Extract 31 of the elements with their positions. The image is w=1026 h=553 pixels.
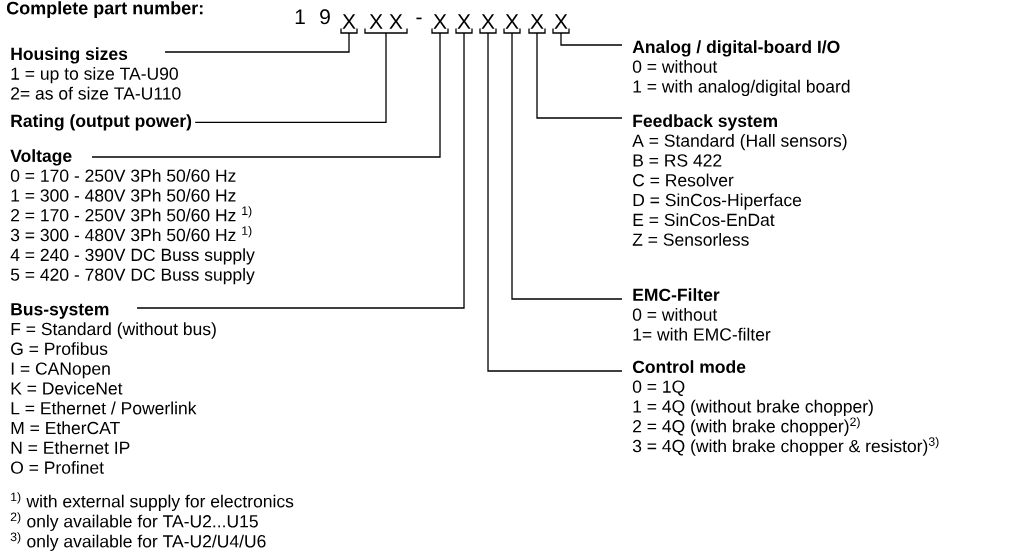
heading: Complete part number: bbox=[6, 1, 203, 18]
code-character: X bbox=[528, 14, 546, 34]
footnote: $^{3)}$ only available for TA-U2/U4/U6 bbox=[10, 532, 266, 551]
code-character: X bbox=[479, 14, 497, 34]
code-character: X bbox=[455, 14, 473, 34]
code-description: Bus-system F = Standard (without bus) G = Profibus I = CANopen K = DeviceNet L = Ethernet / Powerlink M = EtherCAT N = Ethernet IP O = Profinet bbox=[11, 303, 216, 474]
code-description: Voltage 0 = 170 - 250V 3Ph 50/60 Hz 1 = 300 - 480V 3Ph 50/60 Hz 2 = 170 - 250V 3Ph 50/60 Hz $^{1)}$ 3 = 300 - 480V 3Ph 50/60 Hz $^{1)}$ 4 = 240 - 390V DC Buss supply 5 = 420 - 780V DC Buss supply bbox=[10, 149, 255, 285]
leader-line bbox=[487, 32, 623, 372]
leader-line bbox=[91, 32, 441, 158]
code-character: X bbox=[503, 14, 521, 34]
code-character: X bbox=[340, 14, 358, 34]
leader-line bbox=[164, 32, 350, 53]
code-character: 9 bbox=[320, 9, 330, 25]
leader-line bbox=[136, 32, 465, 309]
code-description: Housing sizes 1 = up to size TA-U90 2= as of size TA-U110 bbox=[11, 47, 181, 100]
code-description: Rating (output power) bbox=[11, 114, 192, 131]
footnote: $^{1)}$ with external supply for electronics bbox=[11, 492, 294, 511]
code-character: X bbox=[552, 14, 570, 34]
code-character: - bbox=[416, 17, 422, 20]
code-character: X X bbox=[364, 14, 408, 34]
code-description: Control mode 0 = 1Q 1 = 4Q (without brake chopper) 2 = 4Q (with brake chopper)$^{2)}$ 3 = 4Q (with brake chopper & resistor)$^{3)}$ bbox=[632, 360, 939, 456]
code-character: X bbox=[431, 14, 449, 34]
leader-line bbox=[536, 32, 623, 119]
leader-line bbox=[560, 32, 623, 46]
footnote: $^{2)}$ only available for TA-U2...U15 bbox=[10, 512, 258, 531]
leader-line bbox=[511, 32, 623, 300]
code-description: Analog / digital-board I/O 0 = without 1 = with analog/digital board bbox=[632, 40, 850, 97]
code-character: 1 bbox=[295, 9, 305, 24]
code-description: EMC-Filter 0 = without 1= with EMC-filter bbox=[632, 288, 771, 341]
code-description: Feedback system A = Standard (Hall sensors) B = RS 422 C = Resolver D = SinCos-Hiperface E = SinCos-EnDat Z = Sensorless bbox=[632, 114, 847, 246]
leader-line bbox=[194, 32, 387, 124]
